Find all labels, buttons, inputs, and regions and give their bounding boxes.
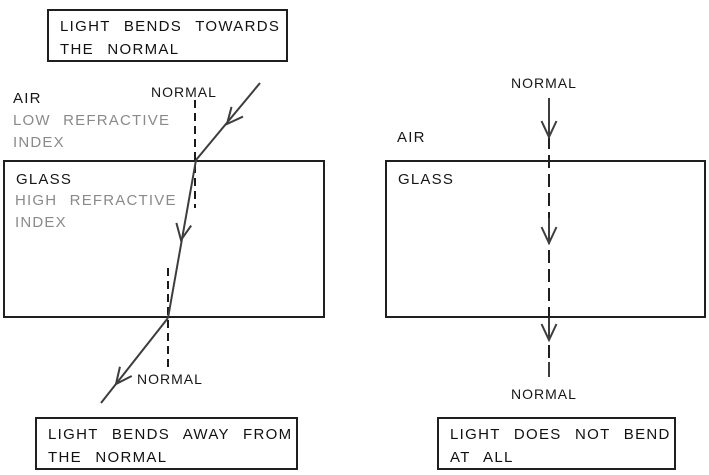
glass-block-left [3,160,325,318]
glass-block-right [385,160,706,318]
glass-label-right: GLASS [398,171,455,188]
air-label-right: AIR [397,129,426,146]
caption-box-bends-towards: LIGHT BENDS TOWARDS THE NORMAL [47,9,288,62]
glass-sublabel-line2: INDEX [15,214,67,231]
caption-box-bends-away: LIGHT BENDS AWAY FROM THE NORMAL [35,417,298,470]
exit-ray-arrowhead-icon [114,366,133,386]
caption-line: LIGHT BENDS TOWARDS [60,18,281,35]
caption-line: LIGHT DOES NOT BEND [450,426,671,443]
normal-label-top-left: NORMAL [151,84,217,100]
caption-line: THE NORMAL [60,41,180,58]
straight-ray-arrowhead-below-icon [540,323,558,343]
glass-sublabel-line1: HIGH REFRACTIVE [15,192,177,209]
caption-line: THE NORMAL [48,449,168,466]
straight-ray-arrowhead-glass-icon [540,226,558,246]
normal-label-bottom-right: NORMAL [511,386,577,402]
caption-box-no-bend: LIGHT DOES NOT BEND AT ALL [437,417,676,470]
refracted-ray-arrowhead-icon [175,222,192,243]
straight-ray-arrowhead-air-icon [540,120,558,140]
normal-label-bottom-left: NORMAL [137,371,203,387]
incident-ray-arrowhead-icon [225,106,244,126]
normal-label-top-right: NORMAL [511,75,577,91]
air-label-left: AIR [13,90,42,107]
caption-line: AT ALL [450,449,514,466]
glass-label-left: GLASS [16,171,73,188]
air-sublabel-line1: LOW REFRACTIVE [13,112,171,129]
exit-ray [100,317,169,404]
caption-line: LIGHT BENDS AWAY FROM [48,426,293,443]
air-sublabel-line2: INDEX [13,134,65,151]
